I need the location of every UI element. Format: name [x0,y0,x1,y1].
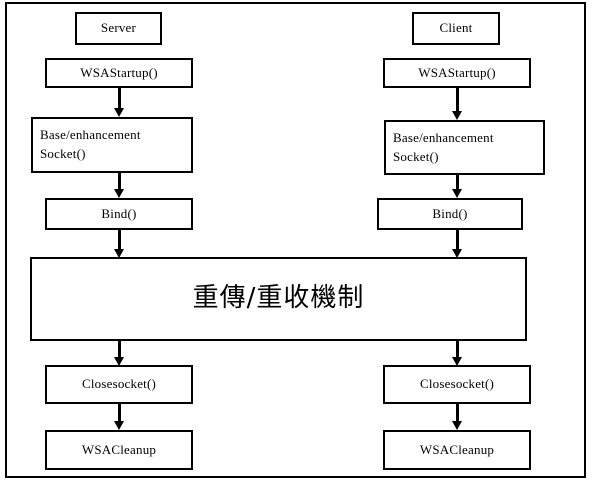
node-label: Closesocket() [81,376,157,392]
arrow-shaft [118,404,121,421]
arrow-shaft [456,230,459,249]
arrow-shaft [118,173,121,189]
node-label: Closesocket() [419,376,495,392]
node-label: Bind() [101,205,137,221]
arrow-shaft [118,88,121,108]
node-label: Client [439,20,473,36]
arrow-head-icon [114,189,124,198]
node-server-wsacleanup: WSACleanup [45,430,193,470]
node-retransmission-mechanism: 重傳/重收機制 [30,257,527,341]
node-server-bind: Bind() [45,198,193,230]
arrow-head-icon [114,108,124,117]
arrow-shaft [456,175,459,189]
arrow-head-icon [114,249,124,258]
node-label: Base/enhancement Socket() [40,127,141,161]
arrow-shaft [456,88,459,111]
node-client-bind: Bind() [377,198,523,230]
node-label: 重傳/重收機制 [192,283,365,314]
node-label: WSACleanup [81,441,157,457]
node-server-closesocket: Closesocket() [45,365,193,404]
arrow-head-icon [452,421,462,430]
node-label: Bind() [432,205,468,221]
arrow-head-icon [114,357,124,366]
arrow-head-icon [452,189,462,198]
node-client-wsacleanup: WSACleanup [383,430,531,470]
node-client-socket: Base/enhancement Socket() [384,120,545,175]
arrow-head-icon [452,249,462,258]
node-server-socket: Base/enhancement Socket() [31,117,193,173]
node-label: Base/enhancement Socket() [393,129,494,164]
node-label: WSAStartup() [80,64,158,80]
node-client-header: Client [412,12,500,45]
diagram-outer-border [5,2,586,478]
arrow-head-icon [452,111,462,120]
arrow-head-icon [452,357,462,366]
node-client-closesocket: Closesocket() [383,365,531,404]
arrow-shaft [456,404,459,421]
node-server-wsastartup: WSAStartup() [45,58,193,88]
node-label: WSACleanup [419,441,495,457]
node-label: Server [100,20,137,36]
arrow-shaft [456,341,459,357]
node-server-header: Server [75,12,162,45]
node-label: WSAStartup() [418,64,496,80]
arrow-shaft [118,341,121,357]
node-client-wsastartup: WSAStartup() [383,58,531,88]
arrow-head-icon [114,421,124,430]
arrow-shaft [118,230,121,249]
